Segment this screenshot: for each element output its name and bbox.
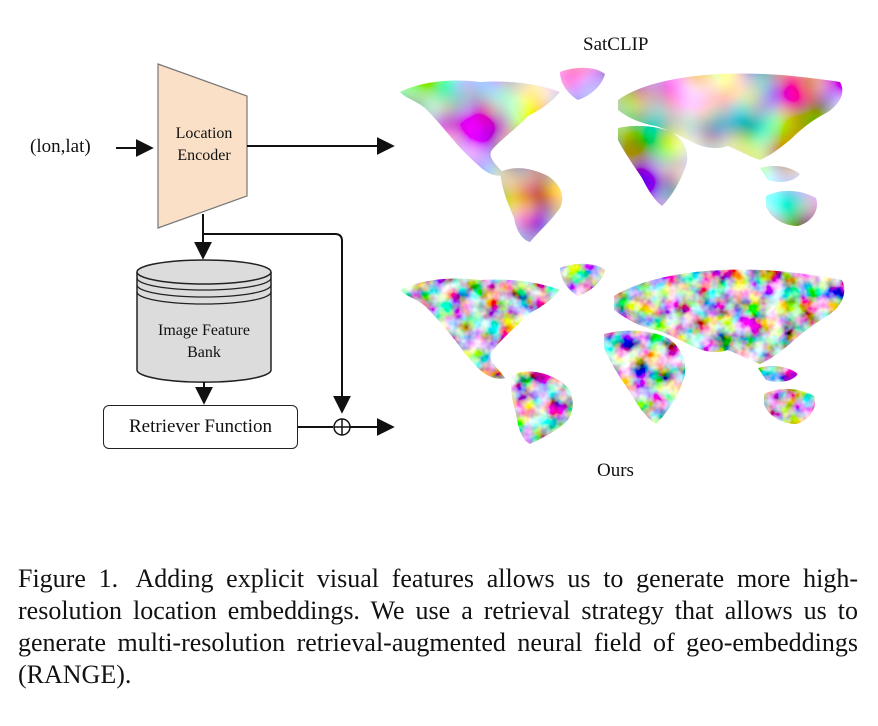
encoder-label-line1: Location — [175, 125, 233, 142]
diagram-canvas — [116, 63, 845, 444]
figure-diagram: (lon,lat) Location Encoder Image Feature… — [30, 34, 845, 481]
caption-text: Adding explicit visual features allows u… — [18, 564, 858, 689]
ours-map — [400, 263, 845, 444]
image-feature-bank-shape — [136, 259, 272, 383]
retriever-function-label: Retriever Function — [129, 416, 272, 437]
retriever-function-box: Retriever Function — [103, 405, 298, 449]
encoder-label-line2: Encoder — [177, 147, 231, 164]
ours-map-title: Ours — [597, 460, 634, 481]
image-feature-bank-label: Image Feature Bank — [137, 320, 271, 364]
combine-symbol — [333, 418, 351, 436]
satclip-map-title: SatCLIP — [583, 34, 649, 55]
caption-label: Figure 1. — [18, 564, 119, 593]
location-encoder-label: Location Encoder — [160, 123, 248, 167]
encoder-to-combine-arrow — [203, 233, 351, 414]
satclip-map — [400, 67, 843, 242]
bank-label-line2: Bank — [187, 344, 221, 361]
input-label: (lon,lat) — [30, 136, 91, 157]
bank-label-line1: Image Feature — [158, 322, 250, 339]
location-encoder-shape — [157, 63, 248, 229]
figure-caption: Figure 1. Adding explicit visual feature… — [18, 563, 858, 691]
